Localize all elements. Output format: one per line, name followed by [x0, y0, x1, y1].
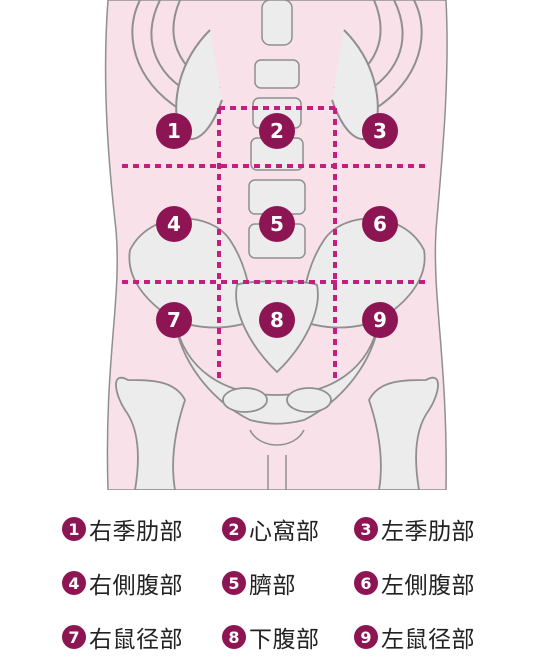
legend-label-8: 下腹部 [249, 627, 320, 653]
region-legend: 1 右季肋部 2 心窩部 3 左季肋部 4 右側腹部 5 臍部 6 左側腹部 7… [0, 490, 554, 665]
legend-badge-5: 5 [222, 571, 246, 595]
region-7-number: 7 [167, 308, 181, 332]
region-6-marker: 6 [362, 206, 398, 242]
legend-label-4: 右側腹部 [89, 573, 183, 599]
region-2-number: 2 [270, 119, 284, 143]
legend-label-6: 左側腹部 [381, 573, 475, 599]
legend-item-3: 3 左季肋部 [354, 512, 475, 546]
legend-label-1: 右季肋部 [89, 519, 183, 545]
pelvis [128, 217, 426, 425]
legend-item-9: 9 左鼠径部 [354, 620, 475, 654]
legend-item-5: 5 臍部 [222, 566, 296, 600]
femurs [115, 377, 439, 490]
legend-label-9: 左鼠径部 [381, 627, 475, 653]
legend-item-8: 8 下腹部 [222, 620, 320, 654]
region-5-number: 5 [270, 212, 284, 236]
region-7-marker: 7 [156, 302, 192, 338]
legend-item-2: 2 心窩部 [222, 512, 320, 546]
region-badges: 1 2 3 4 5 6 7 8 [156, 113, 398, 338]
legend-label-2: 心窩部 [249, 519, 320, 545]
pubic-line [249, 429, 305, 446]
region-8-number: 8 [270, 308, 284, 332]
legend-label-7: 右鼠径部 [89, 627, 183, 653]
region-4-number: 4 [167, 212, 181, 236]
region-8-marker: 8 [259, 302, 295, 338]
region-dividers [122, 106, 430, 378]
legend-badge-8: 8 [222, 625, 246, 649]
region-1-marker: 1 [156, 113, 192, 149]
legend-item-7: 7 右鼠径部 [62, 620, 183, 654]
region-9-marker: 9 [362, 302, 398, 338]
legend-item-1: 1 右季肋部 [62, 512, 183, 546]
region-2-marker: 2 [259, 113, 295, 149]
legend-badge-9: 9 [354, 625, 378, 649]
legend-label-3: 左季肋部 [381, 519, 475, 545]
region-4-marker: 4 [156, 206, 192, 242]
legend-item-4: 4 右側腹部 [62, 566, 183, 600]
legend-badge-3: 3 [354, 517, 378, 541]
region-9-number: 9 [373, 308, 387, 332]
region-5-marker: 5 [259, 206, 295, 242]
legend-badge-7: 7 [62, 625, 86, 649]
legend-badge-6: 6 [354, 571, 378, 595]
region-3-number: 3 [373, 119, 387, 143]
region-3-marker: 3 [362, 113, 398, 149]
region-6-number: 6 [373, 212, 387, 236]
legend-badge-1: 1 [62, 517, 86, 541]
legend-badge-2: 2 [222, 517, 246, 541]
abdominal-regions-diagram: 1 2 3 4 5 6 7 8 [104, 0, 448, 490]
region-1-number: 1 [167, 119, 181, 143]
legend-badge-4: 4 [62, 571, 86, 595]
legend-item-6: 6 左側腹部 [354, 566, 475, 600]
legend-label-5: 臍部 [249, 573, 296, 599]
